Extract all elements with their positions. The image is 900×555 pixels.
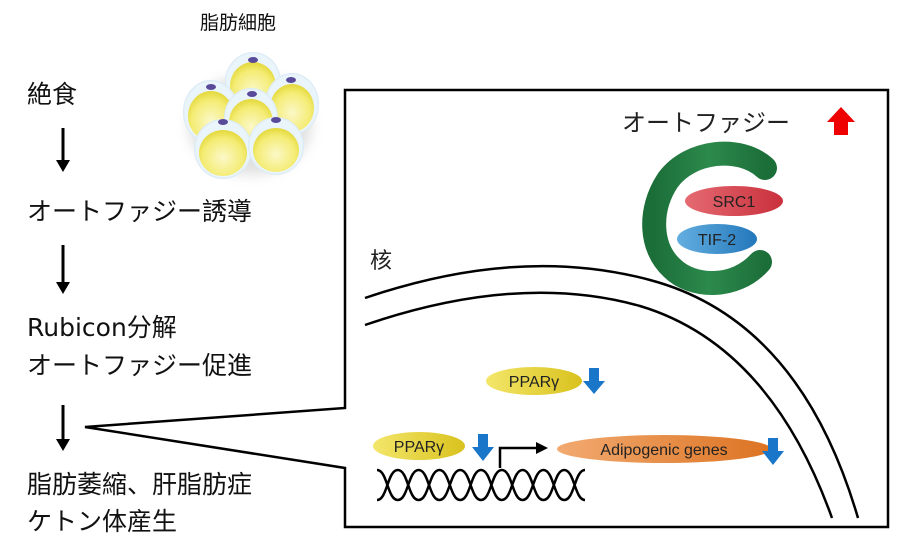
down-arrow-icon	[762, 438, 784, 465]
adipocyte-cell	[248, 117, 304, 175]
step-autophagy-induction: オートファジー誘導	[27, 197, 253, 226]
autophagy-label: オートファジー	[622, 110, 790, 137]
flow-arrow-2	[56, 245, 70, 294]
rubicon-c-shape	[642, 141, 777, 295]
flow-arrow-3	[56, 405, 70, 451]
down-arrow-icon	[583, 368, 605, 394]
ppar-label: PPARγ	[509, 374, 559, 391]
dna-strand	[376, 468, 586, 502]
nucleus-label: 核	[370, 248, 392, 273]
step-autophagy-promotion: オートファジー促進	[27, 351, 253, 380]
src1-protein: SRC1	[685, 186, 783, 216]
flow-arrow-1	[56, 128, 70, 172]
step-outcome-2: ケトン体産生	[27, 507, 178, 536]
ppar-bound-label: PPARγ	[394, 439, 444, 456]
src1-label: SRC1	[713, 194, 756, 211]
adipocyte-label: 脂肪細胞	[200, 12, 277, 34]
down-arrow-icon	[472, 434, 494, 461]
tif2-label: TIF-2	[698, 232, 736, 249]
autophagy-up-arrow-icon	[827, 107, 855, 135]
transcription-start-arrow-icon	[498, 442, 548, 468]
step-fasting: 絶食	[27, 80, 78, 109]
genes-label: Adipogenic genes	[600, 442, 727, 459]
step-outcome-1: 脂肪萎縮、肝脂肪症	[27, 470, 253, 499]
adipocyte-cell	[194, 119, 252, 179]
nuclear-envelope	[364, 264, 860, 519]
ppar-gamma-free: PPARγ	[486, 367, 582, 395]
step-rubicon-degradation: Rubicon分解	[27, 313, 177, 342]
dna-double-helix-icon	[376, 468, 586, 502]
tif2-protein: TIF-2	[677, 224, 757, 254]
dna-strand	[376, 468, 586, 502]
adipocyte-cluster-icon	[183, 52, 319, 179]
adipogenic-genes: Adipogenic genes	[557, 435, 771, 463]
ppar-gamma-bound: PPARγ	[373, 432, 465, 460]
